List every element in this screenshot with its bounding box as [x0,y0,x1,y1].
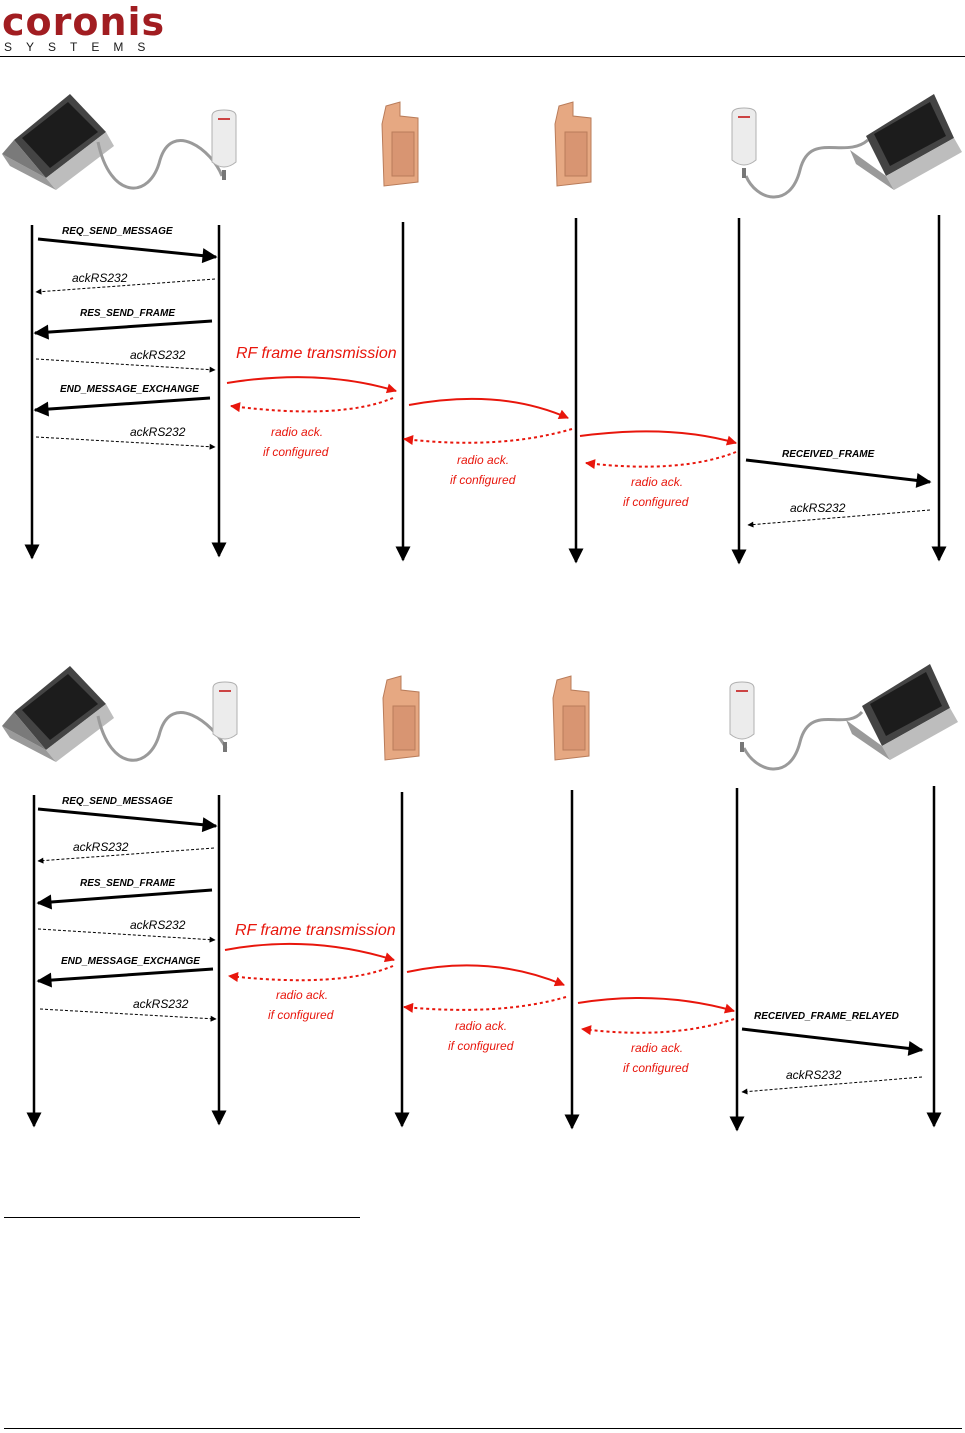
message-arrow [36,967,214,988]
modem-icon [729,681,755,752]
radio-ack-label: radio ack. [457,453,509,467]
repeater-icon [382,675,420,761]
radio-ack-arrow [230,397,394,413]
modem-icon [211,109,237,180]
message-arrow [37,807,218,833]
ack-label: ackRS232 [786,1068,842,1082]
repeater-icon [552,675,590,761]
message-arrow [33,319,213,340]
laptop-icon [2,94,114,190]
end-label: END_MESSAGE_EXCHANGE [61,956,200,967]
radio-ack-arrow [228,965,394,982]
response-label: RES_SEND_FRAME [80,878,175,889]
received-label: RECEIVED_FRAME_RELAYED [754,1011,899,1022]
radio-ack-condition: if configured [623,495,689,509]
rf-arrow [224,942,395,963]
ack-arrow [35,358,216,373]
radio-ack-arrow [585,451,737,470]
header-divider [0,56,965,57]
rf-arrow [406,964,565,987]
request-label: REQ_SEND_MESSAGE [62,796,173,807]
message-arrow [741,1027,924,1056]
laptop-icon [2,666,114,762]
laptop-icon [846,664,958,760]
radio-ack-condition: if configured [623,1061,689,1075]
radio-ack-arrow [581,1018,735,1036]
radio-ack-label: radio ack. [631,1041,683,1055]
ack-arrow [741,1076,923,1095]
footnote-divider [4,1217,360,1218]
radio-ack-arrow [403,428,573,445]
radio-ack-condition: if configured [448,1039,514,1053]
rf-arrow [226,376,397,394]
message-arrow [36,888,213,910]
rf-arrow [408,397,569,419]
ack-label: ackRS232 [130,425,186,439]
footer-divider [4,1428,962,1429]
sequence-diagram-1: REQ_SEND_MESSAGE ackRS232 RES_SEND_FRAME… [2,94,962,565]
modem-icon [212,681,238,752]
logo-word: coronis [2,0,166,44]
received-label: RECEIVED_FRAME [782,449,875,460]
rf-arrow [579,430,737,446]
repeater-icon [554,101,592,187]
ack-arrow [37,928,216,943]
rf-label: RF frame transmission [235,922,396,939]
ack-label: ackRS232 [133,997,189,1011]
radio-ack-condition: if configured [450,473,516,487]
logo-subtitle: SYSTEMS [4,40,160,54]
ack-label: ackRS232 [72,271,128,285]
message-arrow [745,458,932,488]
ack-label: ackRS232 [130,918,186,932]
ack-label: ackRS232 [790,501,846,515]
lifelines [26,786,942,1132]
ack-label: ackRS232 [73,840,129,854]
ack-arrow [747,509,931,528]
radio-ack-condition: if configured [263,445,329,459]
rf-label: RF frame transmission [236,345,397,362]
radio-ack-label: radio ack. [271,425,323,439]
sequence-diagram-2: REQ_SEND_MESSAGE ackRS232 RES_SEND_FRAME… [2,664,958,1132]
ack-arrow [35,436,216,450]
rf-arrow [577,997,735,1014]
message-arrow [37,237,218,264]
ack-arrow [39,1008,217,1022]
lifelines [24,215,947,565]
radio-ack-label: radio ack. [276,988,328,1002]
response-label: RES_SEND_FRAME [80,308,175,319]
radio-ack-label: radio ack. [631,475,683,489]
ack-arrow [37,847,215,864]
end-label: END_MESSAGE_EXCHANGE [60,384,199,395]
radio-ack-arrow [403,996,567,1013]
modem-icon [731,107,757,178]
radio-ack-label: radio ack. [455,1019,507,1033]
ack-label: ackRS232 [130,348,186,362]
radio-ack-condition: if configured [268,1008,334,1022]
laptop-icon [850,94,962,190]
request-label: REQ_SEND_MESSAGE [62,226,173,237]
message-arrow [33,396,211,417]
repeater-icon [381,101,419,187]
